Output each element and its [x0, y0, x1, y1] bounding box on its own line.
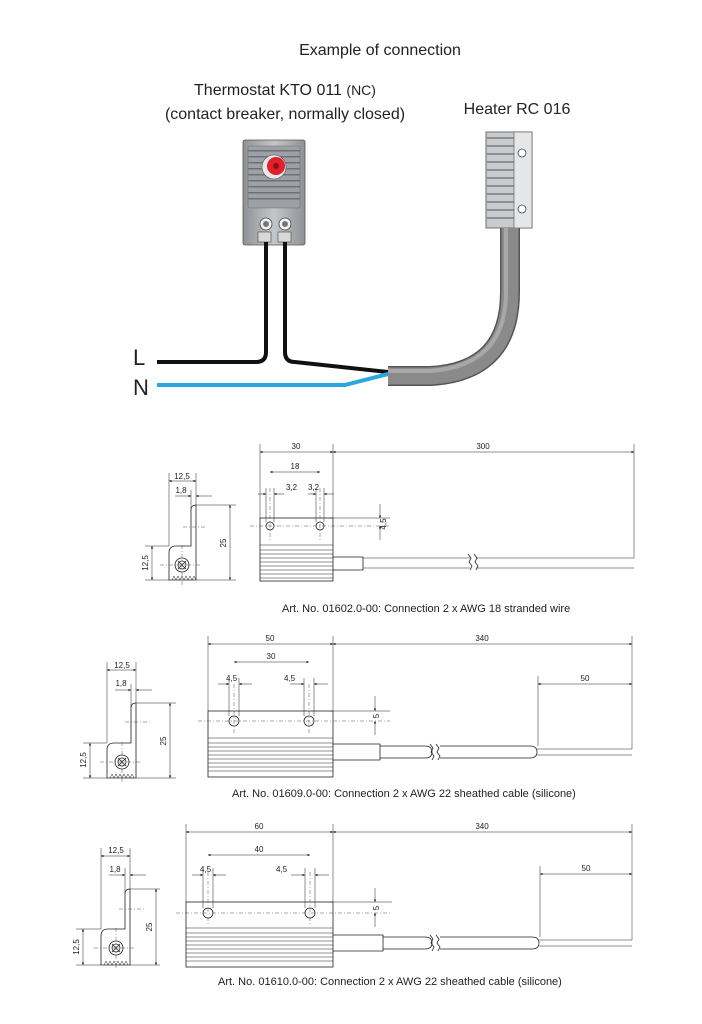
svg-text:1,8: 1,8	[175, 486, 187, 495]
svg-text:1,8: 1,8	[115, 679, 127, 688]
svg-text:4,5: 4,5	[284, 674, 296, 683]
caption-01610: Art. No. 01610.0-00: Connection 2 x AWG …	[218, 976, 562, 988]
svg-text:50: 50	[581, 674, 590, 683]
svg-text:340: 340	[475, 634, 489, 643]
svg-text:4,5: 4,5	[379, 518, 388, 530]
wire-n	[157, 372, 389, 387]
thermostat-name: Thermostat KTO 011	[194, 82, 342, 99]
svg-text:5: 5	[372, 713, 381, 718]
drawing-01602: 12,5 1,8 12,5 25	[141, 442, 635, 615]
thermostat-image	[242, 139, 306, 246]
wire-l-label: L	[133, 345, 145, 370]
wire-l	[157, 242, 268, 364]
heater-image	[485, 131, 533, 229]
diagram-title: Example of connection	[299, 42, 461, 59]
svg-text:5: 5	[372, 905, 381, 910]
svg-text:4,5: 4,5	[226, 674, 238, 683]
svg-text:40: 40	[255, 845, 264, 854]
svg-text:Thermostat KTO 011 (NC): Thermostat KTO 011 (NC)	[194, 82, 376, 99]
svg-text:30: 30	[292, 442, 301, 451]
wire-l-to-heater	[283, 242, 389, 374]
drawing-01609: 12,5 1,8 12,5 25	[79, 634, 633, 800]
svg-text:60: 60	[255, 822, 264, 831]
svg-text:18: 18	[291, 462, 300, 471]
heater-name: Heater RC 016	[464, 101, 571, 118]
svg-text:1,8: 1,8	[109, 865, 121, 874]
svg-text:50: 50	[582, 864, 591, 873]
side-view: 12,5 1,8 12,5 25	[141, 472, 236, 585]
svg-text:4,5: 4,5	[200, 865, 212, 874]
svg-text:4,5: 4,5	[276, 865, 288, 874]
thermostat-code: (NC)	[346, 82, 376, 98]
caption-01602: Art. No. 01602.0-00: Connection 2 x AWG …	[282, 603, 570, 615]
svg-text:12,5: 12,5	[174, 472, 190, 481]
svg-text:25: 25	[159, 736, 168, 745]
svg-text:12,5: 12,5	[108, 846, 124, 855]
svg-text:3,2: 3,2	[308, 483, 320, 492]
svg-text:12,5: 12,5	[72, 939, 81, 955]
svg-text:12,5: 12,5	[114, 661, 130, 670]
svg-text:340: 340	[475, 822, 489, 831]
svg-text:50: 50	[266, 634, 275, 643]
thermostat-description: (contact breaker, normally closed)	[165, 106, 405, 123]
svg-text:300: 300	[476, 442, 490, 451]
svg-text:25: 25	[219, 538, 228, 547]
svg-text:25: 25	[145, 922, 154, 931]
drawing-01610: 12,5 1,8 12,5 25	[72, 822, 633, 988]
front-view: 30 300 18 3,2 3,2 4,5	[250, 442, 635, 582]
svg-text:30: 30	[267, 652, 276, 661]
side-view: 12,5 1,8 12,5 25	[79, 661, 176, 782]
svg-text:3,2: 3,2	[286, 483, 298, 492]
front-view: 50 340 30 4,5 4,5 5 50	[198, 634, 633, 778]
wire-n-label: N	[133, 375, 149, 400]
svg-text:12,5: 12,5	[79, 752, 88, 768]
svg-text:12,5: 12,5	[141, 555, 150, 571]
caption-01609: Art. No. 01609.0-00: Connection 2 x AWG …	[232, 788, 576, 800]
side-view: 12,5 1,8 12,5 25	[72, 846, 160, 970]
front-view: 60 340 40 4,5 4,5 5 50	[176, 822, 633, 968]
